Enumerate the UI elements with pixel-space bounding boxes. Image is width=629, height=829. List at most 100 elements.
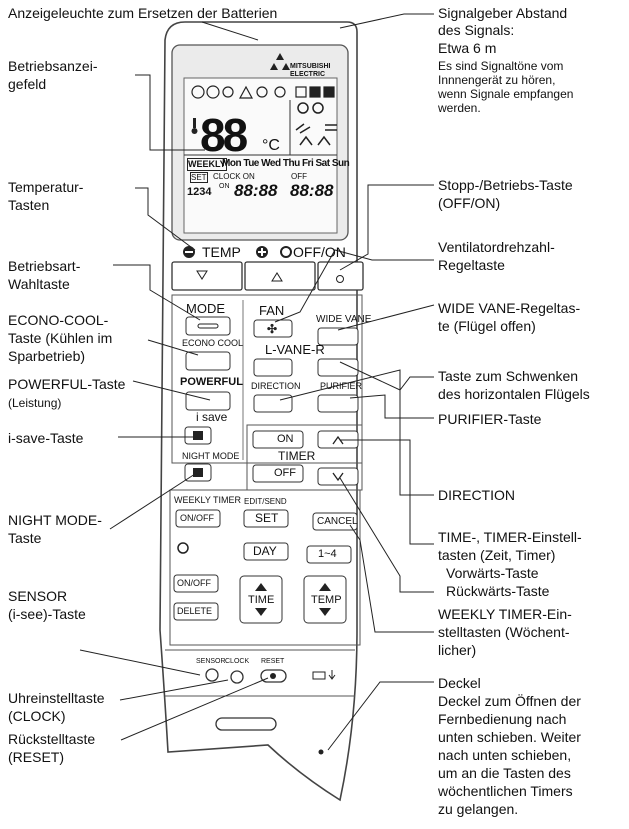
label-mode-1: Betriebsart- [8, 258, 81, 274]
label-battery-indicator: Anzeigeleuchte zum Ersetzen der Batterie… [8, 5, 278, 21]
set-label: SET [255, 511, 279, 525]
label-stop-1: Stopp-/Betriebs-Taste [438, 177, 573, 193]
label-mode-2: Wahltaste [8, 276, 70, 292]
label-nightmode-1: NIGHT MODE- [8, 512, 102, 528]
weekly-timer-label: WEEKLY TIMER [174, 495, 242, 505]
label-timer-2: tasten (Zeit, Timer) [438, 547, 556, 563]
label-display-2: gefeld [8, 76, 47, 92]
mode-button [185, 316, 231, 336]
label-signal-1: Signalgeber Abstand [438, 5, 568, 21]
label-signal-6: wenn Signale empfangen [438, 87, 574, 101]
clock-icon [177, 542, 189, 554]
temp-weekly-button [303, 575, 347, 624]
lvane-label: L-VANE-R [265, 342, 325, 357]
lcd-on: ON [219, 183, 230, 190]
purifier-label: PURIFIER [320, 381, 363, 391]
delete-label: DELETE [177, 606, 213, 616]
range-label: 1~4 [318, 548, 337, 560]
label-fan-2: Regeltaste [438, 257, 505, 273]
brand-text-1: MITSUBISHI [290, 63, 331, 70]
day-label: DAY [253, 544, 277, 558]
label-powerful-1: POWERFUL-Taste [8, 376, 126, 392]
label-nightmode-2: Taste [8, 530, 42, 546]
direction-label: DIRECTION [251, 381, 301, 391]
sensor-button [205, 668, 219, 682]
label-econo-1: ECONO-COOL- [8, 312, 109, 328]
label-cover-3: Fernbedienung nach [438, 711, 567, 727]
label-reset-2: (RESET) [8, 749, 64, 765]
lvane-right-button [317, 358, 359, 377]
label-econo-2: Taste (Kühlen im [8, 330, 113, 346]
temp-up-button [244, 261, 316, 291]
powerful-button [185, 391, 231, 411]
label-signal-2: des Signals: [438, 22, 515, 38]
temp-weekly-label: TEMP [311, 594, 342, 606]
clock-button [230, 670, 244, 684]
econo-cool-label: ECONO COOL [182, 338, 244, 348]
label-weekly-3: licher) [438, 642, 477, 658]
time-label: TIME [248, 594, 275, 606]
delete-button [173, 602, 219, 621]
timer-on-button [252, 430, 304, 449]
label-cover-6: um an die Tasten des [438, 765, 571, 781]
lcd-clock: CLOCK ON [213, 172, 255, 181]
brand-text-2: ELECTRIC [290, 71, 325, 78]
label-signal-4: Es sind Signaltöne vom [438, 59, 564, 73]
label-cover-1: Deckel [438, 675, 481, 691]
label-signal-7: werden. [438, 101, 481, 115]
label-timer-3: Vorwärts-Taste [446, 565, 539, 581]
time-button [239, 575, 283, 624]
label-isave: i-save-Taste [8, 430, 84, 446]
lcd-program-numbers: 1234 [187, 186, 212, 198]
offon-label: OFF/ON [293, 244, 346, 260]
leader-lines [79, 13, 435, 751]
clock-label: CLOCK [225, 658, 250, 665]
label-cover-7: wöchentlichen Timers [438, 783, 573, 799]
power-icon [280, 246, 292, 258]
night-mode-label: NIGHT MODE [182, 451, 240, 461]
fan-label: FAN [259, 303, 285, 318]
label-powerful-2: (Leistung) [8, 396, 62, 410]
sensor-label: SENSOR [196, 658, 226, 665]
label-clock-1: Uhreinstelltaste [8, 690, 105, 706]
reset-label: RESET [261, 658, 285, 665]
econo-cool-button [185, 351, 231, 371]
edit-send-label: EDIT/SEND [244, 497, 287, 506]
label-temp-1: Temperatur- [8, 179, 84, 195]
battery-icon [312, 671, 326, 680]
temp-label: TEMP [202, 244, 241, 260]
label-signal-5: Innnengerät zu hören, [438, 73, 556, 87]
lvane-left-button [253, 358, 293, 377]
fan-button [253, 319, 293, 338]
lcd-days: Mon Tue Wed Thu Fri Sat Sun [222, 158, 350, 169]
lcd-mode-icons [191, 85, 335, 99]
direction-button [253, 394, 293, 413]
label-widevane-2: te (Flügel offen) [438, 318, 536, 334]
label-widevane-1: WIDE VANE-Regeltas- [438, 300, 581, 316]
svg-text:✣: ✣ [267, 322, 277, 336]
weekly-onoff2-button [173, 574, 219, 593]
label-swing-2: des horizontalen Flügels [438, 386, 590, 402]
timer-down-button [317, 467, 359, 486]
label-cover-2: Deckel zum Öffnen der [438, 693, 581, 709]
lcd-set: SET [190, 172, 208, 183]
cover-slot [215, 717, 277, 731]
label-sensor-1: SENSOR [8, 588, 68, 604]
cancel-button [312, 512, 358, 531]
mitsubishi-logo-icon [270, 53, 290, 70]
label-cover-5: nach unten schieben, [438, 747, 572, 763]
timer-off-button [252, 464, 304, 483]
label-timer-4: Rückwärts-Taste [446, 583, 550, 599]
powerful-label: POWERFUL [180, 376, 243, 388]
label-cover-4: unten schieben. Weiter [438, 729, 581, 745]
timer-label: TIMER [278, 449, 316, 463]
range-button [306, 545, 352, 564]
label-temp-2: Tasten [8, 197, 50, 213]
lcd-unit: °C [262, 137, 280, 154]
lcd-off: OFF [291, 172, 307, 181]
label-cover-8: zu gelangen. [438, 801, 519, 817]
temp-down-button [171, 261, 243, 291]
lcd-time-1: 88:88 [234, 181, 278, 200]
label-signal-3: Etwa 6 m [438, 40, 497, 56]
